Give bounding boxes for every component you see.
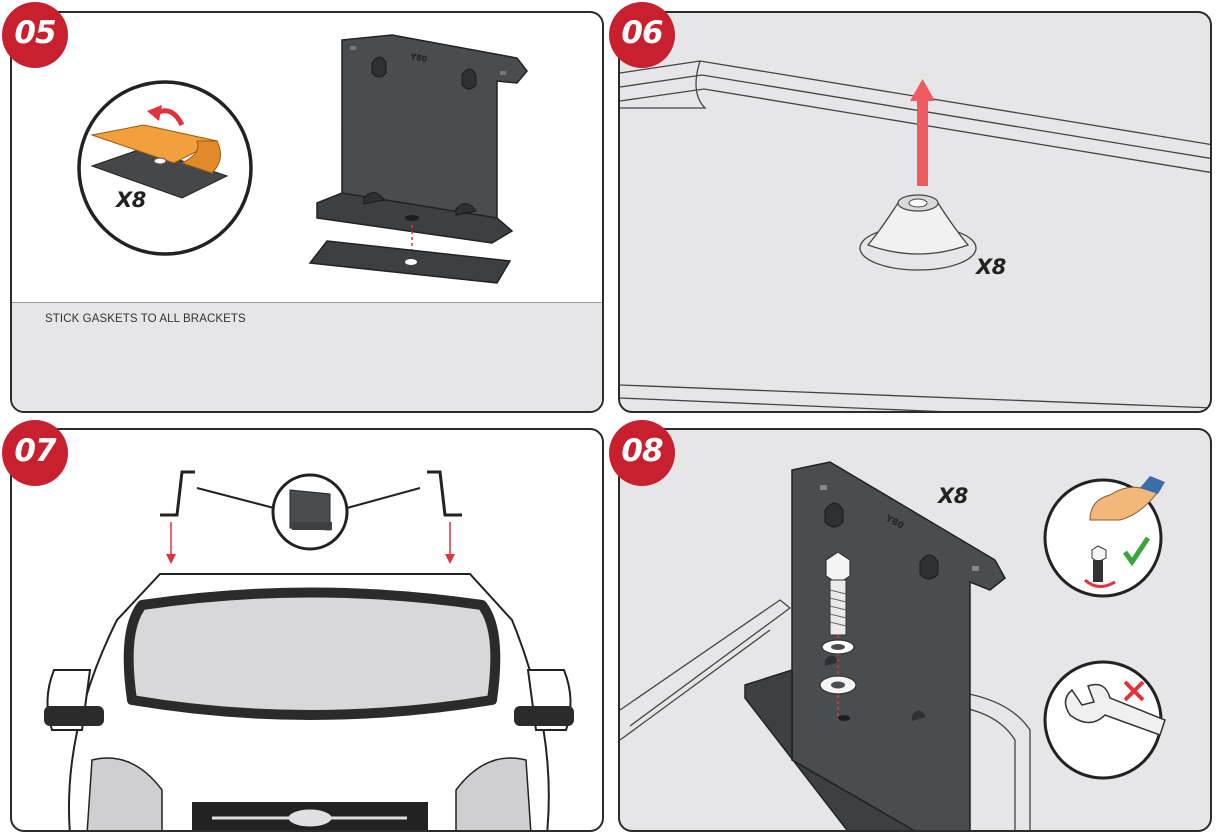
step-06-illustration	[620, 60, 1210, 411]
step-05-number: 05	[14, 15, 56, 51]
bracket-placement-guide	[160, 470, 462, 564]
step-08-badge: 08	[609, 420, 675, 486]
step-08-illustration: Y80	[620, 461, 1166, 830]
bracket-05-text: Y80	[409, 52, 429, 64]
step-07-panel	[10, 428, 604, 832]
step-06-panel: X8	[618, 11, 1212, 413]
step-05-panel: STICK GASKETS TO ALL BRACKETS Y80	[10, 11, 604, 413]
step-07-number: 07	[14, 433, 56, 469]
step-07-badge: 07	[2, 420, 68, 486]
wrench-not-allowed-callout	[1043, 660, 1166, 780]
step-08-number: 08	[621, 433, 663, 469]
step-08-quantity: X8	[938, 484, 968, 508]
step-06-number: 06	[621, 15, 663, 51]
step-07-illustration	[44, 470, 574, 830]
bracket-08: Y80	[744, 461, 1006, 830]
step-08-panel: Y80 X8	[618, 428, 1212, 832]
step-05-caption: STICK GASKETS TO ALL BRACKETS	[45, 313, 246, 325]
step-05-illustration: Y80	[77, 34, 528, 284]
step-06-badge: 06	[609, 2, 675, 68]
roof-fixing-point	[859, 194, 977, 271]
remove-cap-arrow	[910, 79, 935, 186]
bracket-05: Y80	[316, 34, 528, 244]
hand-tighten-callout	[1043, 476, 1165, 598]
step-05-badge: 05	[2, 2, 68, 68]
step-05-quantity: X8	[116, 188, 146, 212]
bolt-assembly	[819, 551, 857, 721]
gasket-peel-callout	[77, 80, 253, 256]
van-front	[44, 573, 574, 830]
roof-rail	[620, 60, 1210, 411]
gasket-hole	[405, 259, 417, 265]
step-06-quantity: X8	[976, 255, 1006, 279]
step-05-caption-bar: STICK GASKETS TO ALL BRACKETS	[12, 302, 602, 411]
